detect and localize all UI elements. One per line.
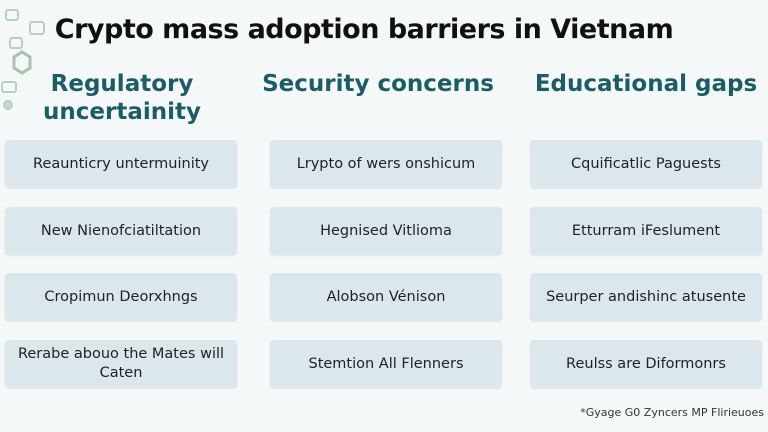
- barrier-card: Rerabe abouo the Mates will Caten: [5, 340, 237, 388]
- barrier-card: Cropimun Deorxhngs: [5, 273, 237, 321]
- barrier-card: Seurper andishinc atusente: [530, 273, 762, 321]
- column-heading-educational: Educational gaps: [534, 71, 758, 97]
- barrier-card: Cquificatlic Paguests: [530, 140, 762, 188]
- barrier-card: Etturram iFeslument: [530, 207, 762, 255]
- page-title: Crypto mass adoption barriers in Vietnam: [54, 14, 674, 45]
- barrier-card: Reaunticry untermuinity: [5, 140, 237, 188]
- decorative-icons-cluster: [1, 9, 45, 110]
- barrier-card: Stemtion All Flenners: [270, 340, 502, 388]
- barrier-card: Alobson Vénison: [270, 273, 502, 321]
- barrier-card: Lrypto of wers onshicum: [270, 140, 502, 188]
- barrier-card: Reulss are Diformonrs: [530, 340, 762, 388]
- column-heading-security: Security concerns: [262, 71, 494, 97]
- barrier-card: New Nienofciatiltation: [5, 207, 237, 255]
- column-heading-regulatory: Regulatory uncertainity: [43, 71, 201, 125]
- footnote: *Gyage G0 Zyncers MP Flirieuoes: [580, 406, 764, 419]
- barrier-card: Hegnised Vitlioma: [270, 207, 502, 255]
